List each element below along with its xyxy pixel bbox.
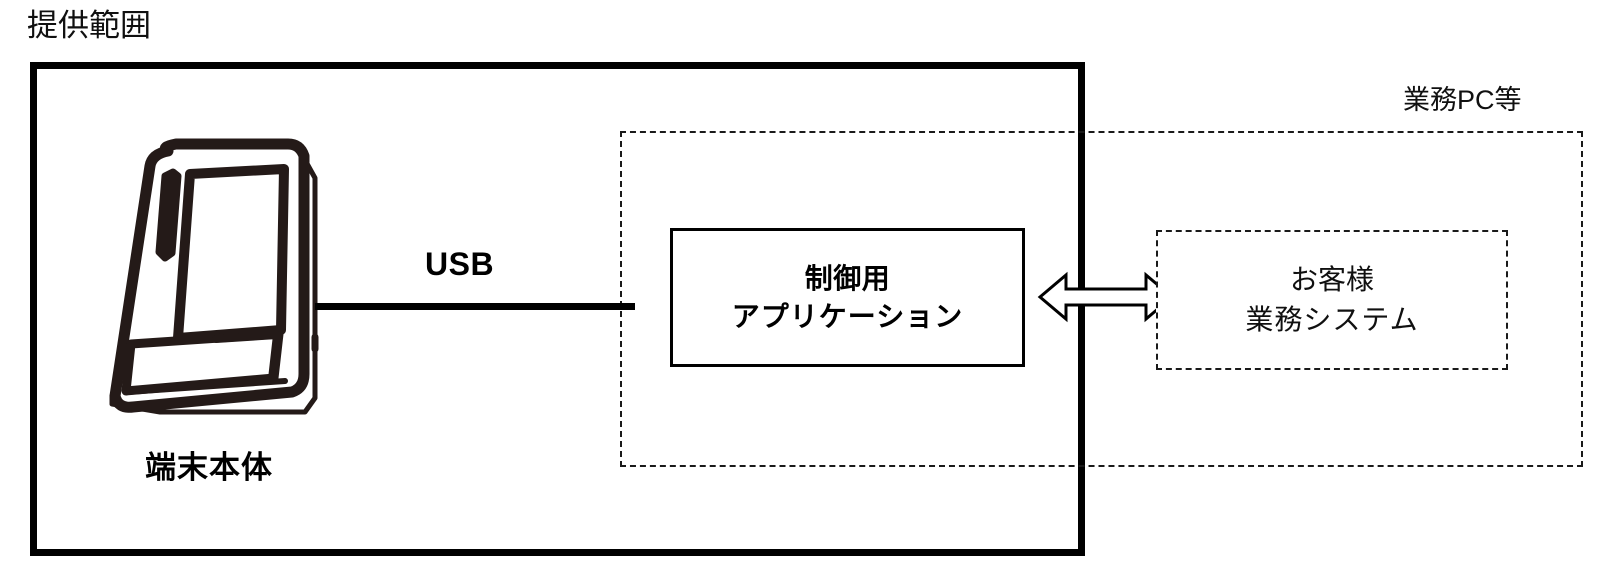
usb-connection-line xyxy=(315,303,635,310)
handheld-terminal-device-icon xyxy=(109,138,319,415)
business-pc-label: 業務PC等 xyxy=(1403,85,1522,115)
control-application-box: 制御用 アプリケーション xyxy=(670,228,1025,367)
customer-business-system-box: お客様 業務システム xyxy=(1156,230,1508,370)
terminal-device-label: 端末本体 xyxy=(145,450,273,485)
customer-business-system-line2: 業務システム xyxy=(1245,304,1419,335)
usb-label: USB xyxy=(425,246,495,282)
control-application-line1: 制御用 xyxy=(804,262,891,294)
control-application-line2: アプリケーション xyxy=(731,300,964,332)
page-title: 提供範囲 xyxy=(27,8,151,43)
business-pc-region xyxy=(620,131,1583,467)
customer-business-system-line1: お客様 xyxy=(1289,264,1374,295)
